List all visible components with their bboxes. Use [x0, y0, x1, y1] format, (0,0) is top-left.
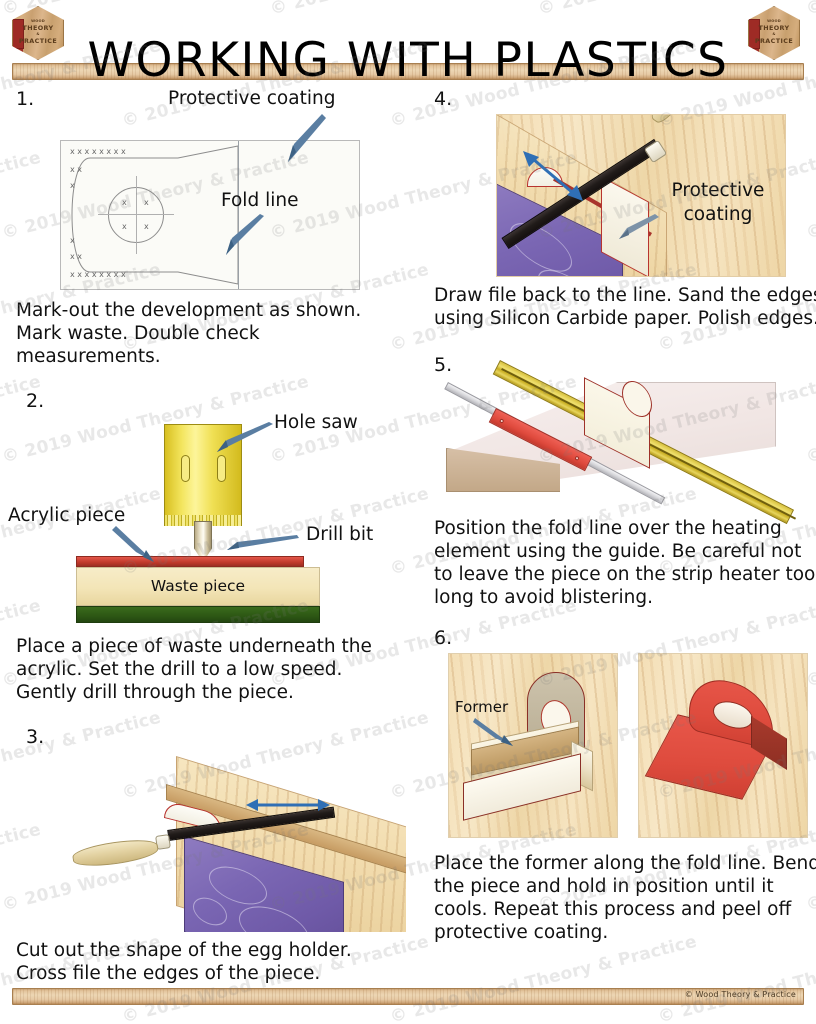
- arrow-fold-line-icon: [226, 214, 264, 255]
- step-6-number: 6.: [434, 627, 453, 649]
- logo-line-3: PRACTICE: [18, 36, 58, 45]
- step-4-figure: Protective coating: [496, 114, 786, 277]
- logo-line-3: PRACTICE: [754, 36, 794, 45]
- file-handle: [645, 115, 709, 128]
- step-2-number: 2.: [26, 390, 45, 412]
- logo-line-1: WOOD: [31, 19, 45, 23]
- step-6-figure: Former: [434, 653, 816, 845]
- step-2-figure: Hole saw Acrylic piece Drill bit: [8, 412, 406, 628]
- step-5: 5. Position the fold line ove: [434, 354, 816, 609]
- step-5-caption: Position the fold line over the heating …: [434, 518, 816, 608]
- drill-bit-shape: [194, 521, 212, 559]
- guide-screw-icon: [574, 455, 580, 461]
- logo-ampersand: &: [36, 32, 40, 36]
- arrow-protective-coating-icon: [619, 214, 659, 239]
- logo-line-2: THEORY: [22, 23, 54, 32]
- arrow-hole-saw-icon: [217, 422, 273, 452]
- drilling-diagram: Waste piece: [24, 416, 354, 623]
- development-drawing: x x x x x x x x x x x x x x x x x x x x …: [60, 140, 360, 290]
- step-4-caption: Draw file back to the line. Sand the edg…: [434, 285, 816, 329]
- logo-line-1: WOOD: [767, 19, 781, 23]
- footer-divider-bar: [12, 988, 804, 1005]
- waste-layer: [76, 567, 320, 606]
- vise-ornament: [193, 893, 227, 930]
- finished-piece-photo: [638, 653, 808, 838]
- hole-saw-slot: [217, 455, 226, 482]
- development-outline: [71, 145, 239, 285]
- base-layer: [76, 606, 320, 623]
- step-1-caption: Mark-out the development as shown. Mark …: [16, 300, 362, 367]
- file-motion-arrow-icon: [523, 151, 583, 201]
- step-5-figure: [434, 360, 816, 525]
- step-1-number: 1.: [16, 88, 35, 110]
- step-2: 2. Hole saw Acrylic piece Drill bit: [8, 390, 406, 704]
- left-column: 1. Protective coating Fold line: [8, 88, 406, 985]
- label-acrylic-piece: Acrylic piece: [8, 505, 126, 526]
- step-4-number: 4.: [434, 88, 453, 110]
- file-handle: [71, 836, 160, 870]
- page-title: WORKING WITH PLASTICS: [87, 33, 729, 89]
- arrow-former-icon: [473, 718, 513, 746]
- former-photo: Former: [448, 653, 618, 838]
- step-3-number: 3.: [26, 726, 45, 748]
- step-6: 6. Former: [434, 627, 816, 944]
- fold-line-marker: [238, 141, 239, 289]
- step-4: 4. Protective coating: [434, 88, 816, 330]
- strip-heater-diagram: [434, 360, 810, 525]
- arrow-protective-coating-icon: [288, 114, 326, 162]
- guide-screw-icon: [499, 418, 505, 424]
- label-hole-saw: Hole saw: [274, 412, 358, 433]
- watermark-text: © 2019 Wood Theory & Practice: [388, 931, 699, 1024]
- logo-text: WOOD THEORY & PRACTICE: [13, 18, 63, 44]
- arrow-acrylic-piece-icon: [112, 526, 154, 562]
- drawing-sheet: [60, 140, 360, 290]
- step-5-number: 5.: [434, 354, 453, 376]
- logo-ampersand: &: [772, 32, 776, 36]
- step-6-photos: Former: [434, 653, 810, 838]
- arrow-drill-bit-icon: [227, 535, 299, 550]
- label-former: Former: [455, 698, 509, 716]
- label-protective-coating: Protective coating: [168, 88, 336, 109]
- acrylic-layer: [76, 556, 304, 567]
- step-3: 3. Cut out the sha: [16, 726, 406, 985]
- step-1: 1. Protective coating Fold line: [16, 88, 406, 368]
- logo-text: WOOD THEORY & PRACTICE: [749, 18, 799, 44]
- step-3-caption: Cut out the shape of the egg holder. Cro…: [16, 940, 352, 984]
- label-fold-line: Fold line: [221, 190, 299, 211]
- header-divider-bar: [12, 63, 804, 80]
- step-6-caption: Place the former along the fold line. Be…: [434, 853, 816, 943]
- file-motion-arrow-icon: [246, 799, 330, 811]
- step-2-caption: Place a piece of waste underneath the ac…: [16, 636, 372, 703]
- centerline-vertical: [136, 176, 137, 254]
- watermark-text: © 2019 Wood Theory & Practice: [656, 932, 816, 1024]
- step-3-figure: [16, 752, 406, 932]
- logo-line-2: THEORY: [758, 23, 790, 32]
- label-drill-bit: Drill bit: [306, 524, 374, 545]
- hole-saw-teeth: [164, 515, 242, 526]
- poster-header: WOOD THEORY & PRACTICE WORKING WITH PLAS…: [0, 0, 816, 88]
- copyright-credit: © Wood Theory & Practice: [684, 990, 796, 999]
- label-waste-piece: Waste piece: [150, 577, 246, 595]
- hole-saw-slot: [181, 455, 190, 482]
- right-column: 4. Protective coating: [434, 88, 816, 944]
- step-1-figure: Protective coating Fold line: [16, 88, 406, 292]
- label-protective-coating: Protective coating: [671, 180, 765, 225]
